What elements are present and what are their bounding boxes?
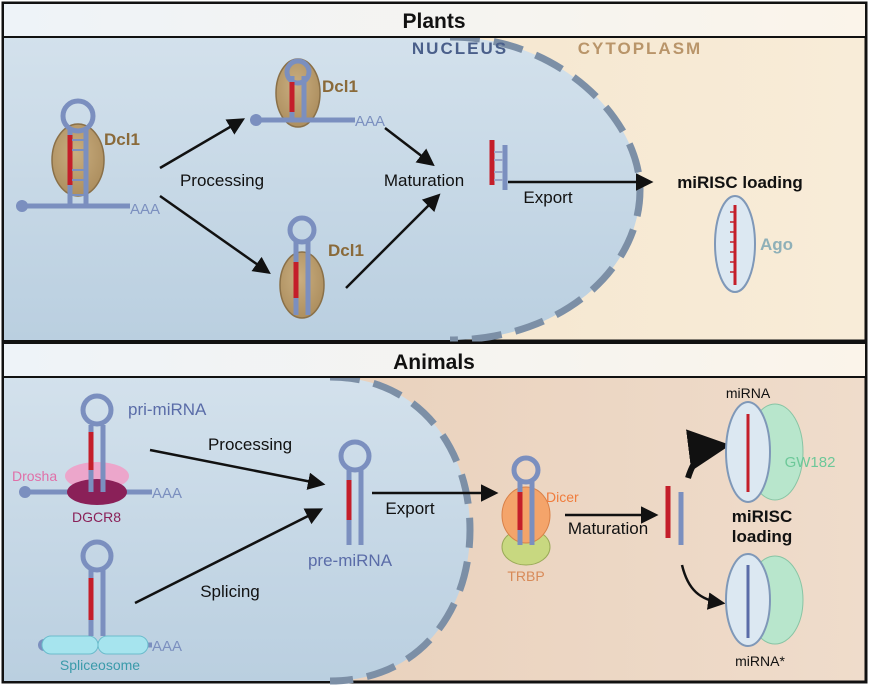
spliceosome-left [41,635,99,655]
animals-processing-label: Processing [208,435,292,454]
dgcr8-protein [67,479,127,505]
arrow-processing-up [159,118,246,170]
ago-gw182-bottom [725,553,804,647]
animals-export-label: Export [385,499,434,518]
ago-gw182-top [725,401,804,503]
arrow-processing-down [159,194,271,275]
arrow-splicing [134,508,324,605]
dcl1-label-top: Dcl1 [322,77,358,96]
animals-splicing-label: Splicing [200,582,260,601]
animal-mirna-duplex [665,486,684,545]
plant-pri-mirna-complex [16,98,130,212]
plants-panel: Plants NUCLEUS CYTOPLASM Dcl1 AAA Proces… [1,1,868,344]
plant-ago-complex [714,195,756,293]
gw182-label: GW182 [785,454,836,471]
plants-processing-label: Processing [180,171,264,190]
arrow-processing [149,448,326,490]
plants-nucleus [4,37,640,340]
dicer-trbp-complex [501,455,551,566]
plant-polyA-top: AAA [355,113,385,130]
dicer-label: Dicer [546,489,579,505]
plants-maturation-label: Maturation [384,171,464,190]
dcl1-enzyme [51,123,105,197]
ago-label: Ago [760,235,793,254]
animal-polyA-bottom: AAA [152,638,182,655]
spliceosome-right [97,635,149,655]
animals-nuclear-envelope [329,373,474,685]
animals-panel: Animals pri-miRNA Drosha AAA DGCR8 AAA S… [1,341,868,685]
mirisc-loading-line1: miRISC [732,507,792,526]
plants-mirisc-loading-label: miRISC loading [677,173,803,192]
plant-mirna-duplex [489,140,508,190]
pri-mirna-label: pri-miRNA [128,400,207,419]
plant-intermediate-top [250,58,355,128]
dcl1-label-primary: Dcl1 [104,130,140,149]
animal-polyA-top: AAA [152,485,182,502]
arrow-mirna-star-loading [680,564,726,610]
cytoplasm-label: CYTOPLASM [578,39,702,58]
plants-title: Plants [402,10,465,33]
mirna-star-label: miRNA* [735,653,785,669]
plant-5prime-cap [16,200,28,212]
trbp-label: TRBP [507,568,544,584]
mirisc-loading-line2: loading [732,527,792,546]
nucleus-label: NUCLEUS [412,39,508,58]
mirna-label: miRNA [726,385,771,401]
animal-pri-mirna-complex [19,393,152,505]
dcl1-label-bottom: Dcl1 [328,241,364,260]
dgcr8-label: DGCR8 [72,509,121,525]
animals-header-bar [4,344,865,377]
plant-intermediate-bottom [279,215,325,319]
animals-title: Animals [393,351,475,374]
plants-header-bar [4,4,865,37]
pre-mirna-hairpin [338,439,372,545]
plants-export-label: Export [523,188,572,207]
dicer-protein [501,486,551,544]
animal-intronic-mirna-complex [38,539,152,655]
pre-mirna-label: pre-miRNA [308,551,393,570]
arrow-maturation-from-bottom [345,193,441,289]
plant-terminal-loop [60,98,96,134]
drosha-label: Drosha [12,468,57,484]
arrow-maturation-from-top [384,127,435,167]
arrow-mirna-loading [685,429,731,479]
plant-polyA-primary: AAA [130,201,160,218]
animals-nucleus [4,377,470,681]
spliceosome-label: Spliceosome [60,657,140,673]
animals-maturation-label: Maturation [568,519,648,538]
